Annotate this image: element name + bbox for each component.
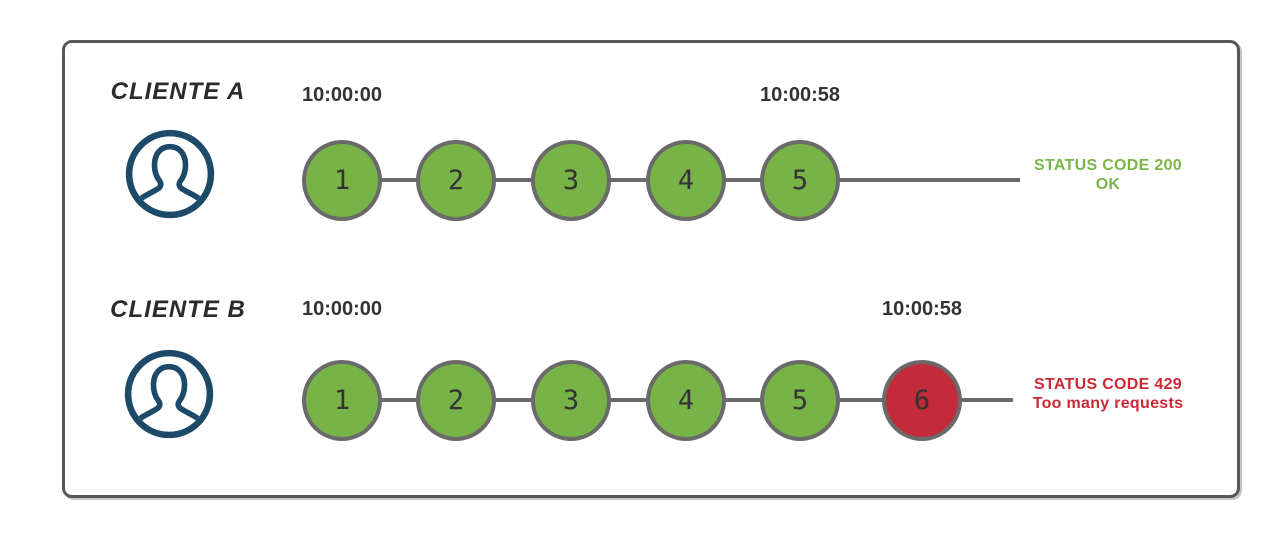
request-node: 4 [646,140,726,221]
request-node: 5 [760,360,840,441]
request-node: 2 [416,360,496,441]
client-b-label: CLIENTE B [110,296,246,323]
request-node-rejected: 6 [882,360,962,441]
status-message-label: Too many requests [1032,395,1184,412]
user-icon-silhouette [132,363,206,432]
client-b-start-time: 10:00:00 [301,298,383,320]
request-node: 1 [302,360,382,441]
diagram-frame [62,40,1240,498]
request-node: 3 [531,360,611,441]
client-a-status: STATUS CODE 200 OK [1020,156,1196,194]
request-node: 2 [416,140,496,221]
client-a-label: CLIENTE A [110,78,246,105]
user-icon-ring [124,349,214,439]
status-message-label: OK [1095,176,1121,193]
client-b-status: STATUS CODE 429 Too many requests [1020,375,1196,413]
request-node: 1 [302,140,382,221]
client-a-end-time: 10:00:58 [759,84,841,106]
request-node: 3 [531,140,611,221]
user-icon-ring [125,129,215,219]
user-icon-silhouette [133,143,207,212]
user-icon [124,349,214,439]
client-a-start-time: 10:00:00 [301,84,383,106]
client-b-end-time: 10:00:58 [881,298,963,320]
request-node: 5 [760,140,840,221]
status-code-label: STATUS CODE 429 [1034,376,1182,393]
user-icon [125,129,215,219]
request-node: 4 [646,360,726,441]
status-code-label: STATUS CODE 200 [1034,157,1182,174]
